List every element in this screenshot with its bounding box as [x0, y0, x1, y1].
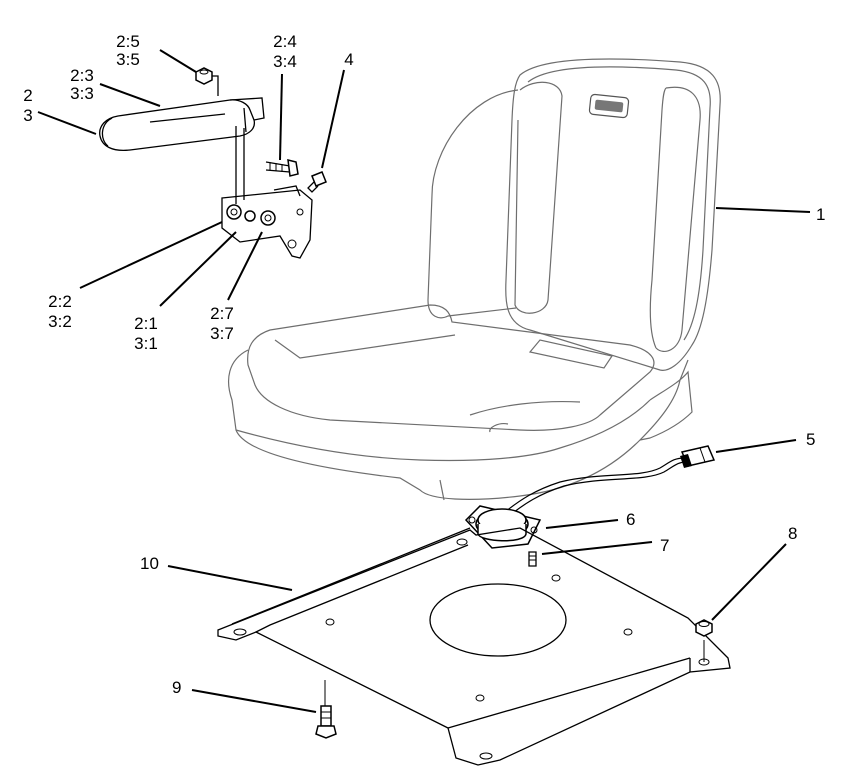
callout-8: 8 [788, 524, 798, 543]
callout-2-1: 2:1 [134, 314, 158, 333]
callout-3-5: 3:5 [116, 50, 140, 69]
nut-8 [696, 620, 712, 636]
leader-2-3 [37, 111, 97, 135]
callout-2: 2 [23, 86, 33, 105]
leader-2-2-3-2 [79, 221, 223, 289]
leader-lines [37, 49, 811, 713]
leader-2-3-3-3 [99, 83, 161, 107]
leader-2-5-3-5 [159, 49, 197, 73]
callout-3-1: 3:1 [134, 334, 158, 353]
leader-2-7-3-7 [227, 231, 263, 301]
mounting-plate [218, 528, 730, 765]
bolt-9 [316, 706, 336, 738]
callout-10: 10 [140, 554, 159, 573]
toro-logo [589, 94, 629, 118]
leader-7 [541, 541, 653, 555]
connector [680, 446, 714, 468]
callout-2-7: 2:7 [210, 304, 234, 323]
callout-7: 7 [660, 536, 670, 555]
screw-7 [529, 552, 536, 566]
callout-3-7: 3:7 [210, 324, 234, 343]
callout-5: 5 [806, 430, 816, 449]
callout-2-3: 2:3 [70, 66, 94, 85]
callout-2-5: 2:5 [116, 32, 140, 51]
seat-switch [466, 506, 540, 548]
callout-3: 3 [23, 106, 33, 125]
callout-2-2: 2:2 [48, 292, 72, 311]
leader-2-4-3-4 [279, 73, 283, 161]
leader-10 [167, 565, 293, 591]
callout-3-4: 3:4 [273, 52, 297, 71]
leader-1 [715, 207, 811, 213]
leader-5 [715, 439, 797, 453]
seat [229, 59, 721, 500]
leader-2-1-3-1 [159, 231, 237, 307]
callout-3-3: 3:3 [70, 84, 94, 103]
callout-3-2: 3:2 [48, 312, 72, 331]
callout-1: 1 [816, 205, 826, 224]
leader-9 [191, 689, 317, 713]
wire-harness [505, 446, 714, 516]
callout-4: 4 [344, 50, 354, 69]
callout-9: 9 [172, 678, 182, 697]
callout-6: 6 [626, 510, 636, 529]
callout-2-4: 2:4 [273, 32, 297, 51]
leader-8 [711, 543, 787, 621]
armrest-assembly [100, 68, 326, 258]
leader-6 [545, 519, 619, 529]
leader-4 [321, 69, 345, 169]
